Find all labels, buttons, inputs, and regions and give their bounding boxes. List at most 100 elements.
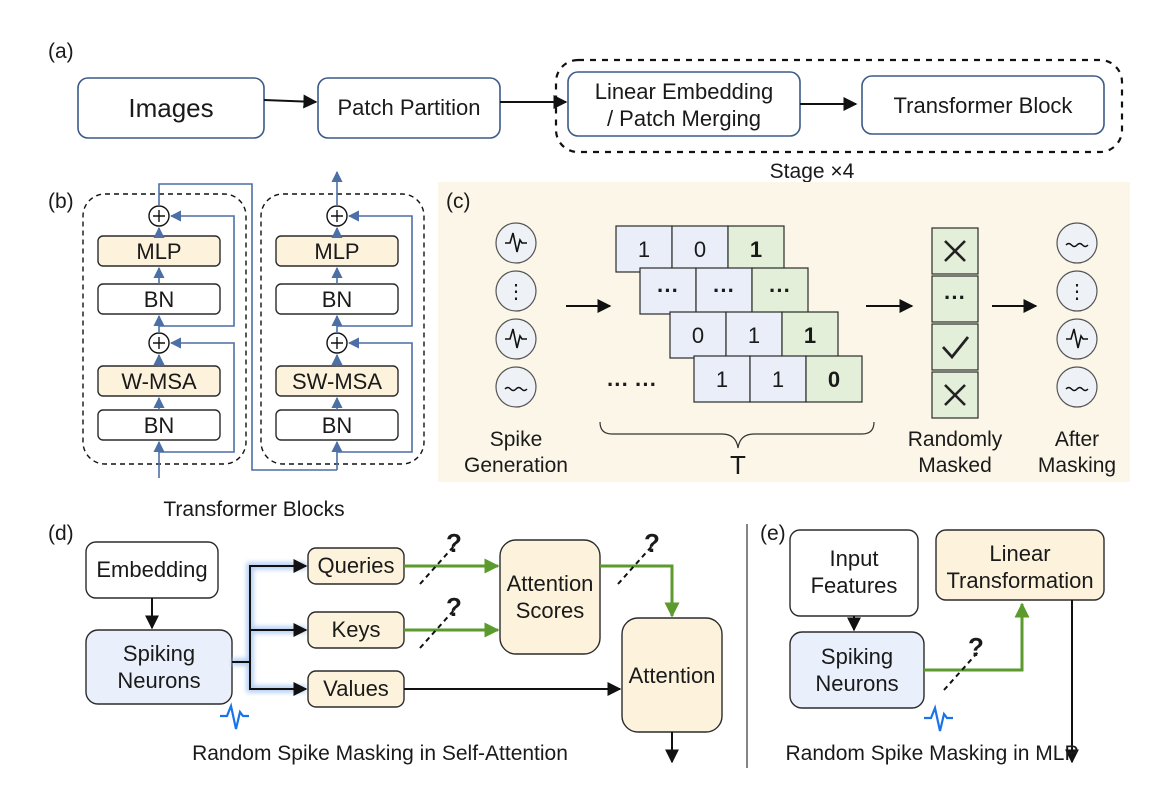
input-features-line2: Features bbox=[811, 573, 898, 598]
panel-e: (e) Input Features Spiking Neurons Linea… bbox=[760, 522, 1105, 765]
spiking-text-line1: Spiking bbox=[821, 644, 893, 669]
after-masking-line2: Masking bbox=[1038, 454, 1116, 477]
panel-e-label: (e) bbox=[760, 522, 786, 545]
transformer-block-text: Transformer Block bbox=[894, 93, 1074, 118]
neuron-spike bbox=[1056, 318, 1098, 360]
cell-value: 1 bbox=[716, 367, 728, 392]
matrix-continuation: ··· ··· bbox=[607, 372, 657, 397]
scores-text-line2: Scores bbox=[516, 598, 584, 623]
panel-a: (a) Images Patch Partition Linear Embedd… bbox=[48, 40, 1124, 183]
patch-partition-text: Patch Partition bbox=[337, 95, 480, 120]
cell-value: 0 bbox=[828, 367, 840, 392]
queries-text: Queries bbox=[317, 553, 394, 578]
masked-scores-path bbox=[600, 564, 680, 618]
input-features-line1: Input bbox=[830, 546, 879, 571]
spiking-text-line2: Neurons bbox=[117, 668, 200, 693]
linear-text-line1: Linear bbox=[989, 541, 1050, 566]
plus-icon bbox=[153, 210, 165, 222]
panel-d: (d) Embedding Spiking Neurons Queries Ke… bbox=[48, 522, 723, 765]
swmsa-text: SW-MSA bbox=[292, 369, 382, 394]
spike-icon bbox=[1066, 328, 1088, 349]
wave-icon bbox=[1065, 242, 1089, 248]
panel-a-label: (a) bbox=[48, 40, 74, 63]
neuron-ellipsis bbox=[495, 270, 537, 312]
mlp-text-right: MLP bbox=[314, 239, 359, 264]
attention-text: Attention bbox=[629, 663, 716, 688]
arrow-to-queries bbox=[232, 559, 308, 663]
self-attention-caption: Random Spike Masking in Self-Attention bbox=[192, 742, 568, 765]
transformer-blocks-caption: Transformer Blocks bbox=[163, 498, 344, 521]
bn-text-left-top: BN bbox=[144, 287, 175, 312]
cell-value: 0 bbox=[694, 237, 706, 262]
spike-generation-line1: Spike bbox=[490, 428, 543, 451]
spiking-neurons-box bbox=[85, 629, 233, 705]
time-label: T bbox=[730, 450, 746, 480]
vertical-dots: ⋮ bbox=[1067, 281, 1087, 303]
after-masking-line1: After bbox=[1055, 428, 1099, 451]
neuron-ellipsis bbox=[1056, 270, 1098, 312]
input-neurons: ⋮ bbox=[495, 222, 537, 408]
skip-left-1 bbox=[159, 337, 235, 453]
cell-value: ··· bbox=[769, 278, 791, 303]
cell-value: 0 bbox=[692, 323, 704, 348]
images-text: Images bbox=[128, 93, 213, 123]
matrix-cell-time bbox=[805, 355, 863, 403]
wave-icon bbox=[504, 386, 528, 392]
spiking-text-line2: Neurons bbox=[815, 671, 898, 696]
time-brace bbox=[599, 421, 875, 449]
matrix-cell-time bbox=[727, 225, 785, 273]
spike-generation-line2: Generation bbox=[464, 454, 568, 477]
wave-icon bbox=[1065, 386, 1089, 392]
mask-cell bbox=[931, 323, 979, 371]
bridge-left-to-right bbox=[158, 183, 337, 471]
wmsa-text: W-MSA bbox=[121, 369, 197, 394]
check-icon bbox=[941, 336, 970, 360]
neuron-resting bbox=[495, 366, 537, 408]
masked-mlp-path bbox=[924, 602, 1030, 672]
question-mark: ? bbox=[446, 592, 462, 622]
panel-b: (b) MLP BN W-MSA BN MLP BN SW-MSA BN bbox=[48, 170, 425, 521]
stage-dashed-group bbox=[554, 58, 1124, 154]
neuron-spike bbox=[495, 318, 537, 360]
cell-value: 1 bbox=[772, 367, 784, 392]
matrix-cell bbox=[671, 225, 729, 273]
arrow-to-values bbox=[249, 662, 308, 696]
spike-icon bbox=[924, 704, 953, 732]
cell-value: ··· bbox=[657, 278, 679, 303]
matrix-cell-time bbox=[751, 267, 809, 315]
bn-text-right-top: BN bbox=[322, 287, 353, 312]
plus-icon bbox=[331, 210, 343, 222]
stage-label: Stage ×4 bbox=[770, 160, 855, 183]
spike-icon bbox=[220, 702, 249, 730]
randomly-masked-line1: Randomly bbox=[908, 428, 1003, 451]
mlp-text-left: MLP bbox=[136, 239, 181, 264]
panel-d-label: (d) bbox=[48, 522, 74, 545]
spiking-text-line1: Spiking bbox=[123, 641, 195, 666]
cross-icon bbox=[944, 384, 966, 406]
plus-icon bbox=[153, 337, 165, 349]
neuron-resting bbox=[1056, 366, 1098, 408]
output-neurons: ⋮ bbox=[1056, 222, 1098, 408]
matrix-cell bbox=[669, 311, 727, 359]
mask-cell bbox=[931, 275, 979, 323]
matrix-cell bbox=[639, 267, 697, 315]
random-mask-column: ··· bbox=[931, 227, 979, 419]
linear-transformation-box bbox=[935, 529, 1105, 601]
cell-value: 1 bbox=[748, 323, 760, 348]
keys-text: Keys bbox=[332, 617, 381, 642]
plus-icon bbox=[331, 337, 343, 349]
skip-right-1 bbox=[337, 337, 413, 453]
neuron-spike bbox=[495, 222, 537, 264]
values-text: Values bbox=[323, 676, 389, 701]
attention-scores-box bbox=[499, 539, 601, 655]
cell-value: 1 bbox=[750, 237, 762, 262]
bn-text-left-bottom: BN bbox=[144, 413, 175, 438]
cell-value: 1 bbox=[638, 237, 650, 262]
neuron-resting bbox=[1056, 222, 1098, 264]
linear-embedding-line1: Linear Embedding bbox=[595, 79, 774, 104]
spike-icon bbox=[505, 232, 527, 253]
linear-embedding-line2: / Patch Merging bbox=[607, 106, 761, 131]
arrow-images-to-partition bbox=[263, 94, 318, 109]
panel-c: (c) ⋮ Spike Generation 1 0 1 ··· bbox=[438, 182, 1130, 482]
